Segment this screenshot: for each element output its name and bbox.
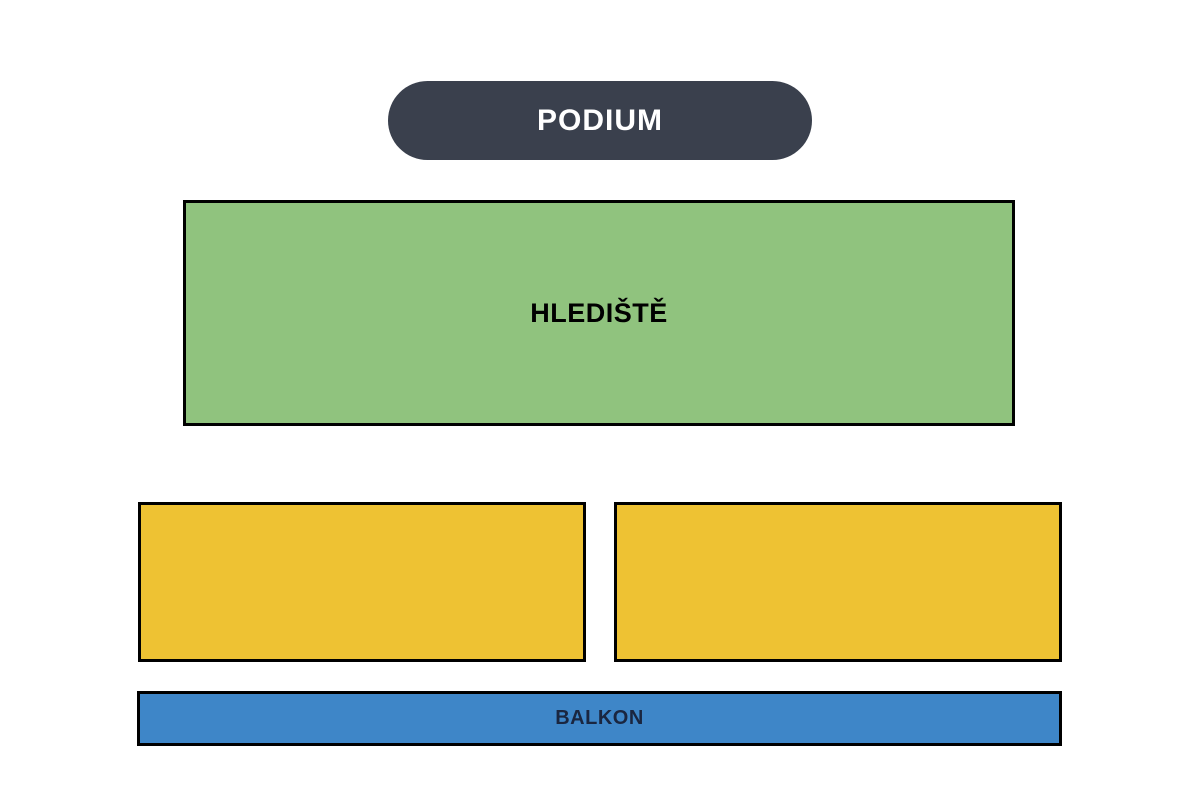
section-hlediste[interactable]: HLEDIŠTĚ [183,200,1015,426]
section-hlediste-label: HLEDIŠTĚ [530,297,668,328]
section-balkon[interactable]: BALKON [137,691,1062,746]
section-floor-right[interactable] [614,502,1062,662]
stage-podium-label: PODIUM [537,103,663,137]
stage-podium: PODIUM [388,81,812,160]
section-balkon-label: BALKON [555,707,644,729]
section-floor-left[interactable] [138,502,586,662]
